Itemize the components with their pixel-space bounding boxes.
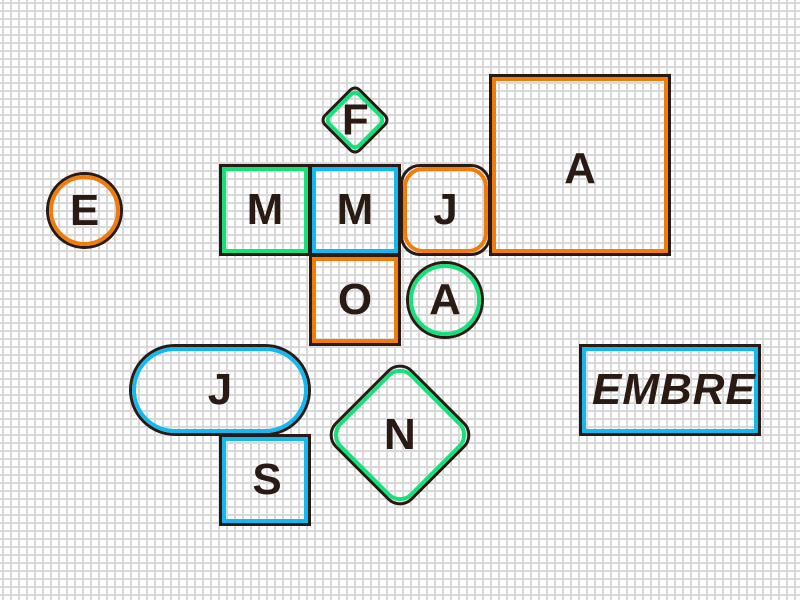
tile-border xyxy=(312,257,398,343)
tile-label: J xyxy=(207,365,233,414)
tile-m-blue[interactable]: M xyxy=(309,164,401,256)
tile-a-big[interactable]: A xyxy=(489,74,671,256)
tile-border xyxy=(582,347,758,433)
tile-e-circle[interactable]: E xyxy=(46,172,123,249)
tile-label: M xyxy=(246,185,284,234)
tile-m-green[interactable]: M xyxy=(219,164,311,256)
tile-j-orange[interactable]: J xyxy=(400,164,491,256)
tile-border xyxy=(492,77,668,253)
tile-s-blue[interactable]: S xyxy=(219,434,311,526)
tile-f-diamond[interactable]: F xyxy=(318,83,392,157)
tile-n-diamond[interactable]: N xyxy=(322,357,478,513)
tile-border xyxy=(222,437,308,523)
tile-border xyxy=(49,175,120,246)
tile-label: E xyxy=(69,185,100,235)
tile-label: F xyxy=(341,94,369,144)
tile-embre-box[interactable]: EMBRE xyxy=(579,344,761,436)
tile-border xyxy=(132,347,308,433)
tile-a-circle[interactable]: A xyxy=(406,261,484,339)
tile-label: O xyxy=(337,275,373,324)
tile-border xyxy=(312,167,398,253)
tile-border xyxy=(403,167,488,253)
tile-border xyxy=(222,167,308,253)
tile-label: J xyxy=(433,185,458,234)
tile-label: EMBRE xyxy=(592,365,756,414)
tile-label: A xyxy=(429,275,461,324)
tile-label: A xyxy=(564,144,596,193)
tile-j-pill[interactable]: J xyxy=(129,344,311,436)
tile-border xyxy=(409,264,481,336)
tile-label: S xyxy=(252,455,282,504)
tile-label: M xyxy=(336,185,374,234)
tile-o-orange[interactable]: O xyxy=(309,254,401,346)
tile-label: N xyxy=(384,410,416,459)
